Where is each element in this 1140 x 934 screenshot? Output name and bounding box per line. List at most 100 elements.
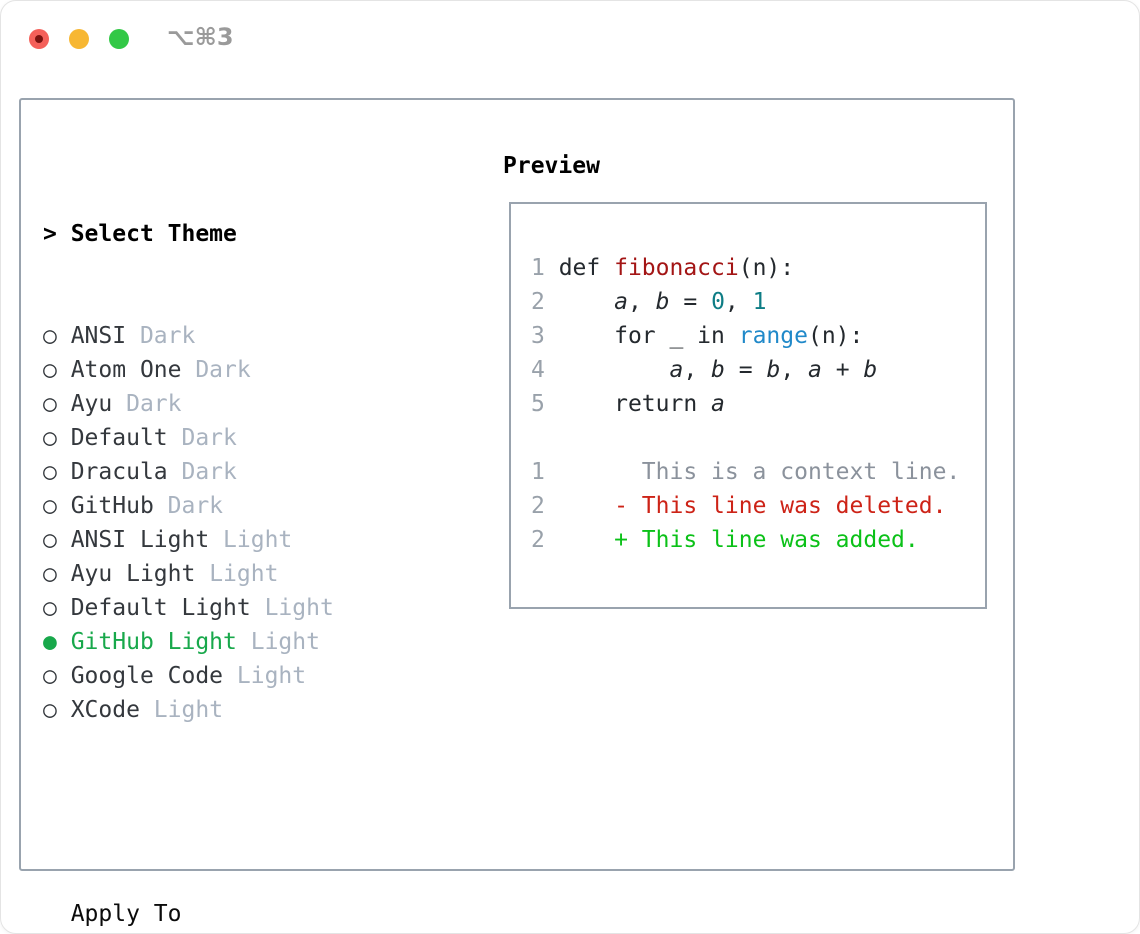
select-theme-title: Select Theme — [70, 221, 237, 247]
code-segment: a — [808, 357, 822, 383]
theme-option-atom-one[interactable]: ○ Atom One Dark — [43, 353, 431, 387]
select-theme-header: > Select Theme — [43, 217, 431, 251]
prompt-icon: > — [43, 221, 57, 247]
theme-option-ansi-light[interactable]: ○ ANSI Light Light — [43, 523, 431, 557]
radio-unselected-icon: ○ — [43, 493, 57, 519]
theme-list: ○ ANSI Dark○ Atom One Dark○ Ayu Dark○ De… — [43, 319, 431, 727]
radio-selected-icon: ● — [43, 629, 57, 655]
preview-title: Preview — [503, 153, 600, 179]
close-button[interactable] — [29, 29, 49, 49]
code-segment — [559, 289, 614, 315]
theme-variant-tag: Dark — [153, 493, 224, 519]
theme-name: XCode — [56, 697, 140, 723]
code-segment: , — [780, 357, 809, 383]
code-segment: a — [711, 391, 725, 417]
code-segment: 1 — [752, 289, 767, 315]
theme-variant-tag: Light — [209, 527, 293, 553]
code-segment — [559, 357, 670, 383]
theme-variant-tag: Dark — [167, 459, 237, 485]
theme-name: ANSI Light — [56, 527, 210, 553]
theme-variant-tag: Light — [195, 561, 279, 587]
theme-variant-tag: Light — [139, 697, 224, 723]
code-segment: b — [655, 289, 670, 315]
theme-variant-tag: Light — [223, 663, 307, 689]
theme-variant-tag: Dark — [112, 391, 182, 417]
minimize-button[interactable] — [69, 29, 89, 49]
code-segment: = — [724, 357, 767, 383]
radio-unselected-icon: ○ — [43, 595, 57, 621]
theme-option-github-light[interactable]: ● GitHub Light Light — [43, 625, 431, 659]
radio-unselected-icon: ○ — [43, 459, 57, 485]
code-segment: 1 — [531, 255, 559, 281]
code-segment: 2 — [531, 493, 615, 519]
theme-name: Google Code — [56, 663, 224, 689]
theme-name: Atom One — [56, 357, 182, 383]
theme-option-github[interactable]: ○ GitHub Dark — [43, 489, 431, 523]
code-segment: a — [614, 289, 628, 315]
theme-option-dracula[interactable]: ○ Dracula Dark — [43, 455, 431, 489]
radio-unselected-icon: ○ — [43, 323, 57, 349]
code-segment: This is a context line. — [641, 459, 961, 485]
code-line: 1 This is a context line. — [531, 455, 960, 489]
theme-name: Ayu Light — [56, 561, 196, 587]
code-segment: , — [724, 289, 753, 315]
spacer — [43, 795, 431, 829]
theme-name: Default Light — [56, 595, 251, 621]
apply-to-header: Apply To — [70, 901, 182, 927]
theme-option-ayu[interactable]: ○ Ayu Dark — [43, 387, 431, 421]
radio-unselected-icon: ○ — [43, 697, 57, 723]
radio-unselected-icon: ○ — [43, 527, 57, 553]
code-segment: + This line was added. — [614, 527, 919, 553]
theme-name: Ayu — [56, 391, 113, 417]
zoom-button[interactable] — [109, 29, 129, 49]
code-line: 5 return a — [531, 387, 960, 421]
theme-option-default[interactable]: ○ Default Dark — [43, 421, 431, 455]
code-line: 1 def fibonacci(n): — [531, 251, 960, 285]
theme-name: GitHub — [56, 493, 154, 519]
window-shortcut-label: ⌥⌘3 — [167, 23, 234, 51]
theme-option-default-light[interactable]: ○ Default Light Light — [43, 591, 431, 625]
theme-picker-column: >Select Theme ○ ANSI Dark○ Atom One Dark… — [43, 149, 431, 933]
radio-unselected-icon: ○ — [43, 391, 57, 417]
theme-option-ansi[interactable]: ○ ANSI Dark — [43, 319, 431, 353]
theme-option-google-code[interactable]: ○ Google Code Light — [43, 659, 431, 693]
code-line: 2 a, b = 0, 1 — [531, 285, 960, 319]
close-dot-icon — [35, 35, 43, 43]
code-segment: for _ in — [558, 323, 739, 349]
theme-variant-tag: Dark — [181, 357, 251, 383]
code-segment: , — [627, 289, 656, 315]
theme-option-xcode[interactable]: ○ XCode Light — [43, 693, 431, 727]
code-segment: a — [669, 357, 684, 383]
theme-variant-tag: Light — [236, 629, 320, 655]
code-segment: 2 — [531, 527, 615, 553]
radio-unselected-icon: ○ — [43, 663, 57, 689]
theme-picker-panel: >Select Theme ○ ANSI Dark○ Atom One Dark… — [19, 98, 1015, 927]
theme-name: ANSI — [56, 323, 127, 349]
code-segment: return — [558, 391, 712, 417]
code-segment: range — [738, 323, 808, 349]
theme-option-ayu-light[interactable]: ○ Ayu Light Light — [43, 557, 431, 591]
code-segment: fibonacci — [614, 255, 739, 281]
code-segment: 5 — [531, 391, 559, 417]
code-line: 4 a, b = b, a + b — [531, 353, 960, 387]
theme-name: GitHub Light — [56, 629, 237, 655]
code-line — [531, 421, 960, 455]
radio-unselected-icon: ○ — [43, 425, 57, 451]
code-segment: - This line was deleted. — [614, 493, 947, 519]
code-line: 2 + This line was added. — [531, 523, 960, 557]
code-segment: b — [863, 357, 878, 383]
code-segment: = — [669, 289, 712, 315]
theme-variant-tag: Dark — [126, 323, 196, 349]
code-segment: (n): — [738, 255, 795, 281]
radio-unselected-icon: ○ — [43, 561, 57, 587]
radio-unselected-icon: ○ — [43, 357, 57, 383]
code-segment: 1 — [531, 459, 642, 485]
code-segment: 2 — [531, 289, 559, 315]
code-segment: b — [711, 357, 725, 383]
code-line: 2 - This line was deleted. — [531, 489, 960, 523]
code-segment: 0 — [711, 289, 725, 315]
code-segment: + — [821, 357, 864, 383]
